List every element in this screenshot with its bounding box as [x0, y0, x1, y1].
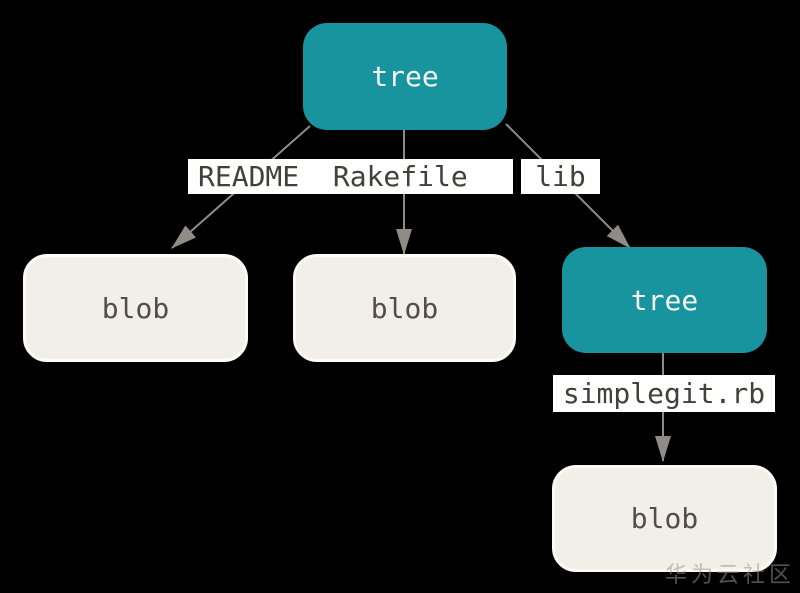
edge-label-readme-rakefile-text: README Rakefile: [198, 159, 468, 193]
node-root-tree-label: tree: [371, 60, 439, 93]
node-root-tree: tree: [303, 23, 507, 130]
edge-label-lib-text: lib: [535, 159, 586, 193]
watermark: 华为云社区: [664, 563, 795, 588]
node-blob-readme: blob: [23, 254, 248, 362]
node-blob-readme-label: blob: [101, 291, 170, 325]
node-lib-tree-label: tree: [630, 283, 699, 317]
edge-label-simplegit-text: simplegit.rb: [562, 376, 766, 410]
node-blob-rakefile: blob: [293, 254, 516, 362]
edge-label-lib: lib: [521, 159, 600, 194]
edge-label-readme-rakefile: README Rakefile: [188, 159, 513, 194]
node-blob-simplegit: blob: [552, 465, 777, 572]
node-lib-tree: tree: [562, 247, 767, 353]
node-blob-simplegit-label: blob: [630, 502, 699, 535]
edge-label-simplegit: simplegit.rb: [553, 375, 775, 412]
node-blob-rakefile-label: blob: [370, 291, 439, 325]
